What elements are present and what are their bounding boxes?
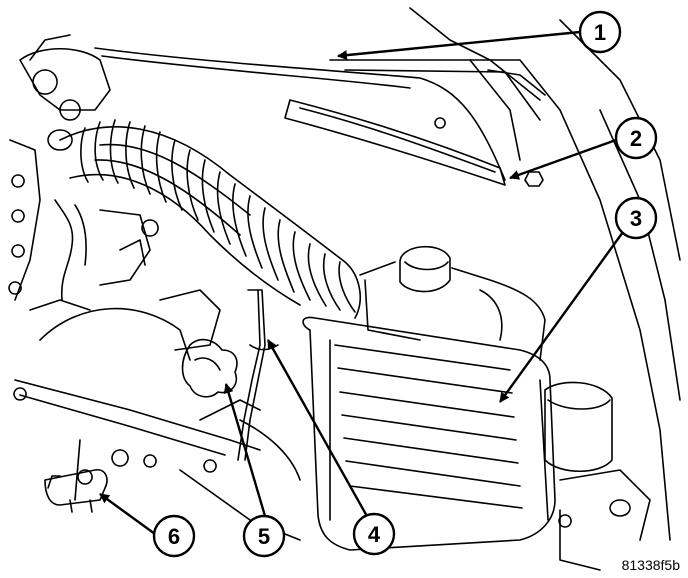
right-side-components (544, 381, 651, 571)
engine-left-detail (8, 34, 221, 351)
air-cleaner-housing (302, 316, 556, 551)
callout-number: 6 (168, 524, 180, 549)
callout-2: 2 (614, 116, 658, 160)
callout-6: 6 (152, 514, 196, 558)
figure-code: 81338f5b (622, 557, 681, 573)
callout-number: 1 (594, 20, 606, 45)
leader-arrow-5 (223, 383, 267, 517)
callout-number: 5 (258, 524, 270, 549)
callout-4: 4 (352, 512, 396, 556)
air-intake-duct (59, 119, 361, 319)
cowl-seal (284, 99, 506, 186)
leader-arrow-2 (509, 138, 617, 180)
callout-1: 1 (578, 10, 622, 54)
leader-arrow-4 (266, 339, 370, 519)
vacuum-hose (237, 289, 301, 481)
callout-5: 5 (242, 514, 286, 558)
leader-arrow-6 (99, 493, 156, 535)
coolant-reservoir (359, 245, 546, 361)
callout-number: 3 (630, 206, 642, 231)
leader-arrow-3 (499, 231, 624, 403)
callout-3: 3 (614, 196, 658, 240)
callout-number: 4 (368, 522, 381, 547)
leader-arrow-1 (337, 30, 581, 61)
callout-number: 2 (630, 126, 642, 151)
